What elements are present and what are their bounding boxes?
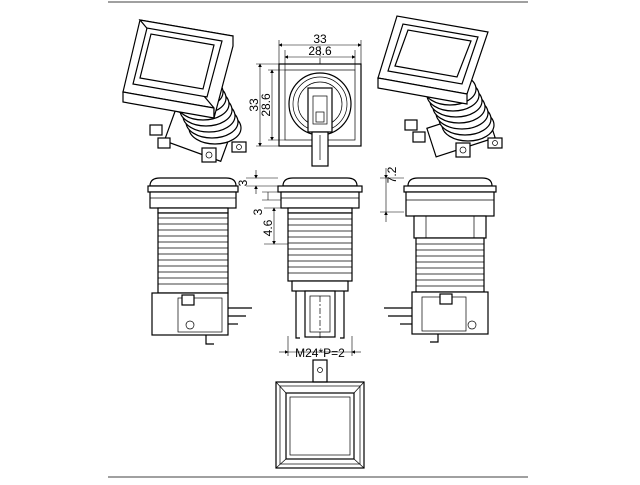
dimension-height-outer: 33 bbox=[247, 63, 279, 147]
dimension-bezel-gap: 3 bbox=[236, 170, 278, 194]
thread-lines-center bbox=[288, 218, 352, 274]
dimension-height-inner: 28.6 bbox=[259, 69, 285, 141]
dimension-thread: M24*P=2 bbox=[279, 336, 361, 360]
front-face-view bbox=[275, 359, 365, 469]
dimension-panel-range: 4.6 bbox=[261, 207, 288, 245]
dim-inner-height-label: 28.6 bbox=[259, 93, 273, 117]
front-face-outer bbox=[275, 381, 365, 469]
thread-spec-label: M24*P=2 bbox=[295, 346, 345, 360]
dimension-width-outer: 33 bbox=[278, 32, 362, 64]
dim-bezel-thickness-label: 3 bbox=[251, 208, 265, 215]
dimension-bezel-thickness: 3 bbox=[251, 191, 281, 215]
dim-panel-range-label: 4.6 bbox=[261, 219, 275, 236]
dimension-width-inner: 28.6 bbox=[284, 44, 356, 70]
isometric-view-left bbox=[122, 19, 247, 163]
front-view-center bbox=[277, 177, 363, 340]
thread-lines-right bbox=[416, 243, 484, 287]
thread-lines-left bbox=[158, 217, 228, 285]
dim-cap-height-label: 7.2 bbox=[385, 166, 399, 183]
top-view bbox=[278, 46, 362, 167]
dim-bezel-gap-label: 3 bbox=[236, 179, 250, 186]
dim-inner-width-label: 28.6 bbox=[308, 44, 332, 58]
dim-outer-height-label: 33 bbox=[247, 98, 261, 112]
side-view-right bbox=[384, 177, 497, 343]
dimension-cap-height: 7.2 bbox=[380, 166, 404, 222]
front-view-left bbox=[147, 177, 252, 345]
isometric-view-right bbox=[377, 15, 503, 158]
dim-outer-width-label: 33 bbox=[313, 32, 327, 46]
